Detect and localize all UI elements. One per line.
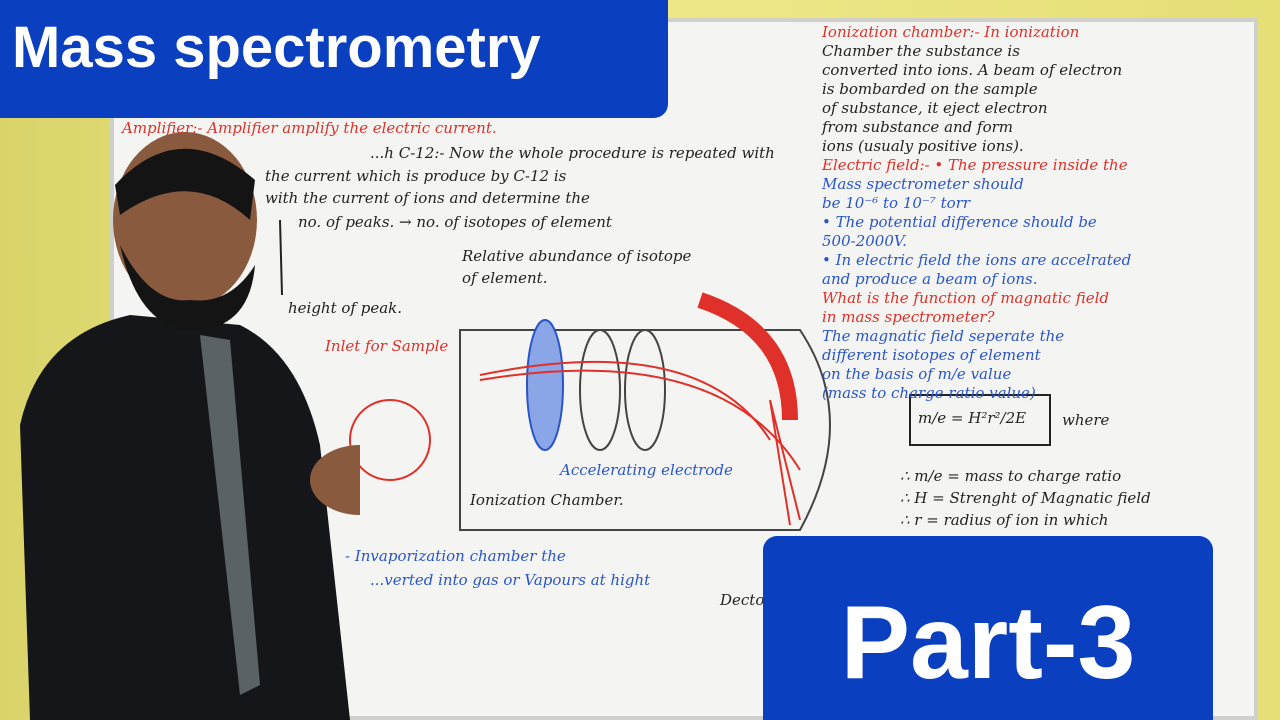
whiteboard-note: Relative abundance of isotope: [462, 247, 692, 265]
whiteboard-note: height of peak.: [288, 299, 403, 317]
radius-lines: [769, 399, 801, 526]
whiteboard-note: ∴ m/e = mass to charge ratio: [900, 467, 1122, 485]
inlet-loop: [349, 399, 431, 481]
whiteboard-note: Ionization chamber:- In ionization: [822, 23, 1080, 41]
whiteboard-note: - Invaporization chamber the: [345, 547, 566, 565]
presenter: [20, 132, 360, 720]
whiteboard-note: • In electric field the ions are accelra…: [822, 251, 1132, 269]
whiteboard-note: of substance, it eject electron: [822, 99, 1048, 117]
whiteboard-note: of element.: [462, 269, 548, 287]
title-banner: Mass spectrometry: [0, 0, 668, 118]
whiteboard-note: different isotopes of element: [822, 346, 1041, 364]
whiteboard-note: ∴ H = Strenght of Magnatic field: [900, 489, 1151, 507]
whiteboard-note: ...verted into gas or Vapours at hight: [370, 571, 651, 589]
accelerating-electrode: [526, 319, 564, 451]
whiteboard-note: converted into ions. A beam of electron: [822, 61, 1123, 79]
lens-2: [624, 329, 666, 451]
whiteboard-note: • The potential difference should be: [822, 213, 1097, 231]
part-label: Part-3: [840, 585, 1136, 701]
video-title: Mass spectrometry: [12, 15, 541, 80]
whiteboard-note: be 10⁻⁶ to 10⁻⁷ torr: [822, 194, 971, 212]
whiteboard-note: and produce a beam of ions.: [822, 270, 1038, 288]
whiteboard-note: ions (usualy positive ions).: [822, 137, 1024, 155]
lens-1: [579, 329, 621, 451]
whiteboard-note: Electric field:- • The pressure inside t…: [822, 156, 1128, 174]
whiteboard-note: in mass spectrometer?: [822, 308, 995, 326]
magnet: [697, 292, 798, 421]
whiteboard-note: Amplifier:- Amplifier amplify the electr…: [122, 119, 497, 137]
whiteboard-note: Inlet for Sample: [325, 337, 449, 355]
whiteboard-note: Mass spectrometer should: [822, 175, 1024, 193]
whiteboard-note: is bombarded on the sample: [822, 80, 1038, 98]
whiteboard-note: from substance and form: [822, 118, 1014, 136]
whiteboard-note: no. of peaks. → no. of isotopes of eleme…: [298, 213, 612, 231]
whiteboard-note: on the basis of m/e value: [822, 365, 1012, 383]
whiteboard-note: the current which is produce by C-12 is: [265, 167, 567, 185]
part-banner: Part-3: [763, 536, 1213, 720]
whiteboard-note: What is the function of magnatic field: [822, 289, 1109, 307]
whiteboard-note: Dector: [720, 591, 772, 609]
whiteboard-note: where: [1062, 411, 1110, 429]
whiteboard-note: Accelerating electrode: [560, 461, 733, 479]
chamber-outline: [459, 329, 831, 531]
whiteboard-note: (mass to charge ratio value): [822, 384, 1036, 402]
whiteboard-note: The magnatic field seperate the: [822, 327, 1065, 345]
whiteboard-note: with the current of ions and determine t…: [265, 189, 590, 207]
whiteboard-note: ...h C-12:- Now the whole procedure is r…: [370, 144, 775, 162]
whiteboard-note: 500-2000V.: [822, 232, 907, 250]
whiteboard-note: ∴ r = radius of ion in which: [900, 511, 1109, 529]
bracket: [279, 219, 283, 296]
whiteboard-note: Ionization Chamber.: [470, 491, 624, 509]
whiteboard-note: Chamber the substance is: [822, 42, 1020, 60]
formula-box: [909, 394, 1051, 446]
whiteboard-note: m/e = H²r²/2E: [918, 409, 1027, 427]
